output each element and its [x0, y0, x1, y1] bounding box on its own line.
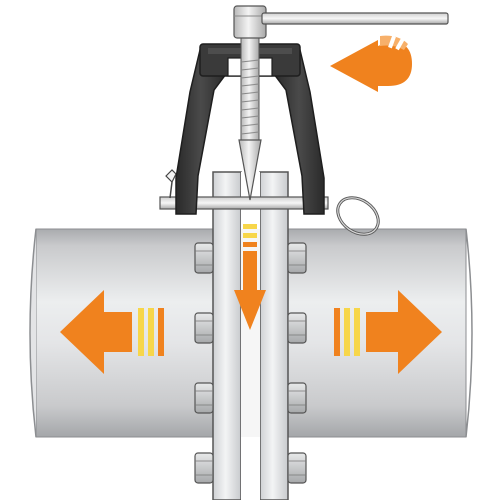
wedge-tip: [238, 139, 262, 201]
curved-arrow-left-icon: [330, 35, 412, 92]
left-flange: [212, 171, 242, 500]
bolt-nut: [287, 452, 307, 484]
arrow-right-icon: [334, 290, 442, 374]
pin-latch: [165, 169, 177, 184]
spreader-tool: [159, 5, 449, 236]
t-handle-bar: [261, 12, 449, 25]
bolt-nut: [194, 242, 214, 274]
cross-pin: [159, 196, 329, 210]
bolt-nut: [194, 382, 214, 414]
screw-head: [233, 5, 267, 39]
arrow-left-icon: [60, 290, 164, 374]
bolt-nut: [287, 242, 307, 274]
right-flange: [259, 171, 289, 500]
bolt-nut: [287, 382, 307, 414]
bolt-nut: [287, 312, 307, 344]
bolt-nut: [194, 452, 214, 484]
threaded-screw: [240, 35, 260, 145]
arrow-down-icon: [234, 224, 266, 330]
flange-bolts: [194, 242, 307, 484]
bolt-nut: [194, 312, 214, 344]
